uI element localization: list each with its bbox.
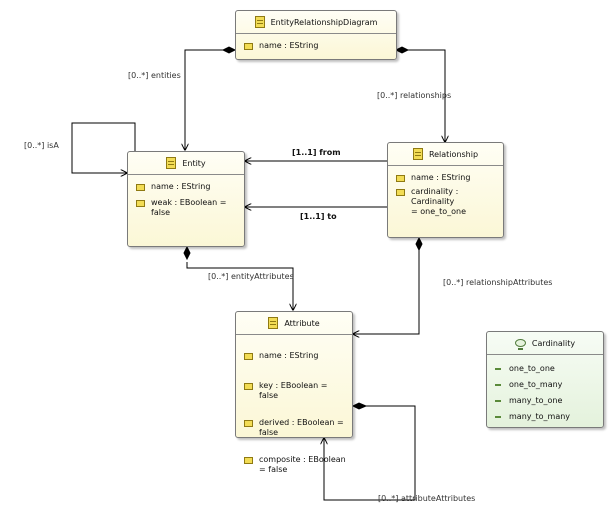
label-from: [1..1] from xyxy=(292,148,341,157)
attribute-row[interactable]: derived : EBoolean = false xyxy=(244,418,346,438)
class-name: Relationship xyxy=(428,149,479,159)
composition-diamond-entities xyxy=(221,46,237,54)
attribute-row[interactable]: cardinality : Cardinality = one_to_one xyxy=(396,187,497,217)
attribute-row[interactable]: weak : EBoolean = false xyxy=(136,198,238,218)
eclass-icon xyxy=(268,317,279,329)
attribute-label: name : EString xyxy=(259,351,319,360)
class-header: Entity xyxy=(128,152,244,175)
class-entity-relationship-diagram[interactable]: EntityRelationshipDiagram name : EString xyxy=(235,10,397,60)
label-relationships: [0..*] relationships xyxy=(377,91,452,100)
label-attribute-attributes: [0..*] attributeAttributes xyxy=(378,494,476,503)
composition-diamond-attribute-attributes xyxy=(351,402,368,410)
eenum-literal-icon xyxy=(495,384,501,386)
eclass-icon xyxy=(412,148,423,160)
label-entities: [0..*] entities xyxy=(128,71,181,80)
literal-label: many_to_one xyxy=(509,396,563,405)
enum-header: Cardinality xyxy=(487,332,603,355)
attribute-label: name : EString xyxy=(259,41,319,50)
literal-label: many_to_many xyxy=(509,412,571,421)
eenum-literal-icon xyxy=(495,416,501,418)
eclass-icon xyxy=(254,16,265,28)
eattribute-icon xyxy=(136,200,145,207)
edge-entities xyxy=(185,49,232,150)
composition-diamond-relationships xyxy=(394,46,410,54)
eclass-icon xyxy=(166,157,177,169)
attribute-row[interactable]: composite : EBoolean = false xyxy=(244,455,346,475)
attribute-label: key : EBoolean = false xyxy=(259,381,328,400)
label-relationship-attributes: [0..*] relationshipAttributes xyxy=(443,278,553,287)
label-to: [1..1] to xyxy=(300,212,337,221)
eattribute-icon xyxy=(244,383,253,390)
attribute-label: weak : EBoolean = false xyxy=(151,198,227,217)
class-name: EntityRelationshipDiagram xyxy=(270,17,378,27)
enum-cardinality[interactable]: Cardinality one_to_one one_to_many many_… xyxy=(486,331,604,428)
attribute-row[interactable]: name : EString xyxy=(244,351,346,361)
attribute-row[interactable]: key : EBoolean = false xyxy=(244,381,346,401)
eenum-literal-icon xyxy=(495,400,501,402)
class-entity[interactable]: Entity name : EString weak : EBoolean = … xyxy=(127,151,245,247)
eattribute-icon xyxy=(244,420,253,427)
eenum-literal-icon xyxy=(495,368,501,370)
eattribute-icon xyxy=(396,189,405,196)
attribute-label: name : EString xyxy=(151,182,211,191)
attribute-label: composite : EBoolean = false xyxy=(259,455,346,474)
enum-literal[interactable]: many_to_one xyxy=(493,396,597,406)
eattribute-icon xyxy=(244,353,253,360)
class-relationship[interactable]: Relationship name : EString cardinality … xyxy=(387,142,504,238)
attribute-row[interactable]: name : EString xyxy=(136,182,238,192)
class-name: Attribute xyxy=(284,318,320,328)
eattribute-icon xyxy=(136,184,145,191)
class-header: Attribute xyxy=(236,312,352,335)
attribute-label: derived : EBoolean = false xyxy=(259,418,344,437)
class-name: Entity xyxy=(182,158,206,168)
class-header: Relationship xyxy=(388,143,503,166)
eattribute-icon xyxy=(244,457,253,464)
attribute-label: cardinality : Cardinality = one_to_one xyxy=(411,187,467,216)
composition-diamond-relationship-attributes xyxy=(415,236,423,252)
edge-isa xyxy=(71,122,136,173)
enum-literal[interactable]: one_to_one xyxy=(493,364,597,374)
enum-name: Cardinality xyxy=(531,338,576,348)
attribute-row[interactable]: name : EString xyxy=(244,41,390,51)
edge-entity-attributes xyxy=(186,262,293,310)
class-attribute[interactable]: Attribute name : EString key : EBoolean … xyxy=(235,311,353,474)
attribute-label: name : EString xyxy=(411,173,471,182)
enum-literal[interactable]: one_to_many xyxy=(493,380,597,390)
literal-label: one_to_one xyxy=(509,364,555,373)
eattribute-icon xyxy=(396,175,405,182)
label-isa: [0..*] isA xyxy=(24,141,59,150)
eenum-icon xyxy=(514,339,526,350)
eattribute-icon xyxy=(244,43,253,50)
enum-literal[interactable]: many_to_many xyxy=(493,412,597,422)
class-header: EntityRelationshipDiagram xyxy=(236,11,396,34)
literal-label: one_to_many xyxy=(509,380,563,389)
attribute-row[interactable]: name : EString xyxy=(396,173,497,183)
label-entity-attributes: [0..*] entityAttributes xyxy=(208,272,294,281)
composition-diamond-entity-attributes xyxy=(183,245,191,261)
edge-relationship-attributes xyxy=(353,250,420,334)
